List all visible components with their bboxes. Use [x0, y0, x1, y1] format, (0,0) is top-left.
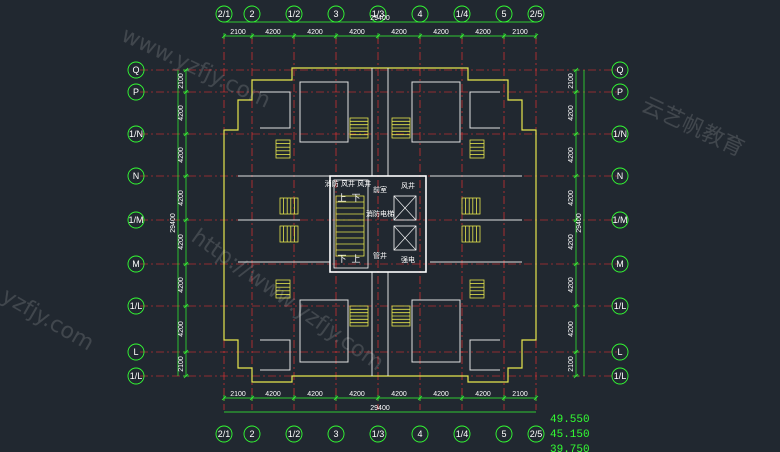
dim-dims_top-5: 4200 — [433, 29, 449, 36]
mech-label: 强电 — [401, 255, 415, 264]
axis-bottom-3: 3 — [333, 429, 338, 439]
axis-top-1: 2 — [249, 9, 254, 19]
dim-dims_right-6: 4200 — [568, 321, 575, 337]
dim-dims_left-0: 2100 — [178, 73, 185, 89]
axis-left-4: 1/M — [128, 215, 143, 225]
axis-right-1: P — [617, 87, 623, 97]
stair-up-left: 上 — [337, 193, 346, 204]
axis-right-5: M — [616, 259, 624, 269]
dim-dims_bottom-5: 4200 — [433, 391, 449, 398]
core-label-top: 消防 风井 风井 — [325, 179, 371, 188]
dim-dims_top-1: 4200 — [265, 29, 281, 36]
dim-dims_right-4: 4200 — [568, 234, 575, 250]
dim-dims_top-2: 4200 — [307, 29, 323, 36]
dim-dims_bottom-4: 4200 — [391, 391, 407, 398]
fire-elevator-label: 消防电梯 — [366, 209, 394, 218]
dim-dims_bottom-2: 4200 — [307, 391, 323, 398]
pipe-label: 管井 — [373, 251, 387, 260]
axis-bottom-8: 2/5 — [530, 429, 543, 439]
dim-dims_left-3: 4200 — [178, 190, 185, 206]
axis-right-7: L — [617, 347, 622, 357]
axis-left-6: 1/L — [130, 301, 143, 311]
axis-top-7: 5 — [501, 9, 506, 19]
axis-top-8: 2/5 — [530, 9, 543, 19]
axis-left-5: M — [132, 259, 140, 269]
dim-dims_right-2: 4200 — [568, 147, 575, 163]
dim-dims_right-5: 4200 — [568, 277, 575, 293]
shaft-label: 风井 — [401, 181, 415, 190]
axis-top-5: 4 — [417, 9, 422, 19]
dim-dims_bottom-1: 4200 — [265, 391, 281, 398]
elevator-lobby-label: 前室 — [373, 185, 387, 194]
dim-dims_top-0: 2100 — [230, 29, 246, 36]
dim-dims_top-7: 2100 — [512, 29, 528, 36]
watermark-2: 云艺帆教育 — [637, 93, 747, 162]
axis-left-2: 1/N — [129, 129, 143, 139]
axis-left-8: 1/L — [130, 371, 143, 381]
dim-dims_top-3: 4200 — [349, 29, 365, 36]
dim-dims_top-4: 4200 — [391, 29, 407, 36]
watermark-3: http://www.yzfjy.com — [187, 224, 389, 376]
axis-bottom-4: 1/3 — [372, 429, 385, 439]
axis-top-0: 2/1 — [218, 9, 231, 19]
dim-dims_left-4: 4200 — [178, 234, 185, 250]
dim-dims_bottom-0: 2100 — [230, 391, 246, 398]
axis-right-4: 1/M — [612, 215, 627, 225]
axis-right-0: Q — [616, 65, 623, 75]
axis-right-6: 1/L — [614, 301, 627, 311]
dim-dims_left-7: 2100 — [178, 356, 185, 372]
interior-walls — [238, 68, 522, 376]
stair-up-right: 上 — [351, 254, 360, 265]
stair-down-right: 下 — [351, 194, 360, 204]
axis-top-3: 3 — [333, 9, 338, 19]
dim-total-dims_left: 29400 — [170, 213, 177, 233]
watermark-1: www.yzfjy.com — [117, 23, 274, 114]
axis-bottom-6: 1/4 — [456, 429, 469, 439]
dimension-texts: 2100 4200 4200 4200 4200 4200 4200 2100 29400 210… — [170, 15, 583, 412]
dim-dims_right-3: 4200 — [568, 190, 575, 206]
axis-left-3: N — [133, 171, 140, 181]
dim-dims_right-1: 4200 — [568, 105, 575, 121]
axis-top-6: 1/4 — [456, 9, 469, 19]
axis-bottom-0: 2/1 — [218, 429, 231, 439]
axis-bottom-2: 1/2 — [288, 429, 301, 439]
axis-top-2: 1/2 — [288, 9, 301, 19]
axis-left-0: Q — [132, 65, 139, 75]
dim-dims_right-0: 2100 — [568, 73, 575, 89]
axis-top-4: 1/3 — [372, 9, 385, 19]
dim-total-dims_top: 29400 — [370, 15, 390, 22]
dim-total-dims_bottom: 29400 — [370, 405, 390, 412]
axis-right-8: 1/L — [614, 371, 627, 381]
axis-bottom-5: 4 — [417, 429, 422, 439]
watermark-4: yzfjy.com — [0, 284, 98, 357]
dim-dims_bottom-6: 4200 — [475, 391, 491, 398]
axis-right-2: 1/N — [613, 129, 627, 139]
elevation-2: 45.150 — [550, 429, 590, 441]
dim-dims_right-7: 2100 — [568, 356, 575, 372]
axis-right-3: N — [617, 171, 624, 181]
dim-total-dims_right: 29400 — [576, 213, 583, 233]
axis-left-1: P — [133, 87, 139, 97]
axis-bottom-1: 2 — [249, 429, 254, 439]
axis-bottom-7: 5 — [501, 429, 506, 439]
axis-left-7: L — [133, 347, 138, 357]
dim-dims_left-6: 4200 — [178, 321, 185, 337]
dim-dims_left-1: 4200 — [178, 105, 185, 121]
stair-down-left: 下 — [337, 255, 346, 265]
dim-dims_bottom-3: 4200 — [349, 391, 365, 398]
dim-dims_left-2: 4200 — [178, 147, 185, 163]
core-block — [329, 175, 427, 273]
dim-dims_bottom-7: 2100 — [512, 391, 528, 398]
dim-dims_left-5: 4200 — [178, 277, 185, 293]
exterior-walls — [223, 67, 537, 383]
dim-dims_top-6: 4200 — [475, 29, 491, 36]
elevation-1: 49.550 — [550, 414, 590, 426]
elevation-3: 39.750 — [550, 444, 590, 452]
stair-hatching — [275, 117, 485, 327]
